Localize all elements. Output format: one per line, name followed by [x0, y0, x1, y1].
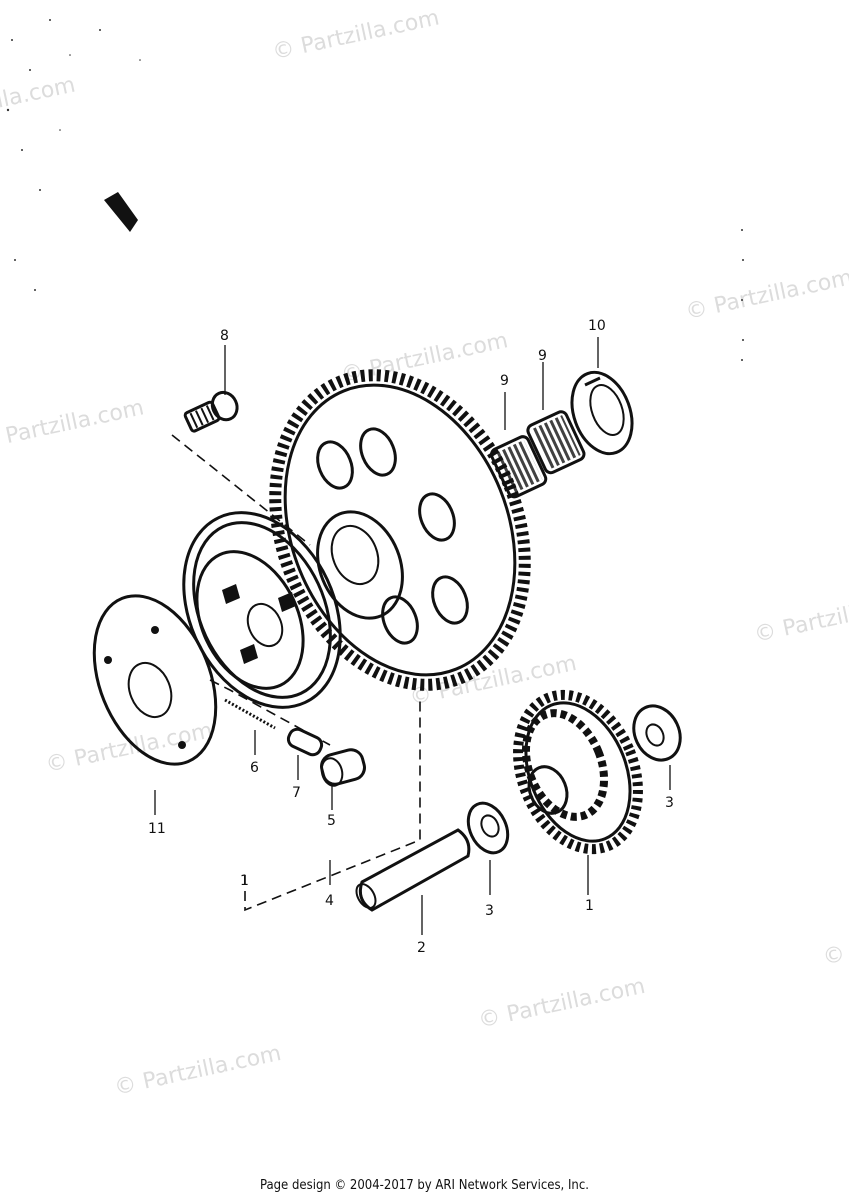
large-gear — [269, 369, 531, 691]
callout-6: 6 — [250, 760, 259, 776]
spring-part-6 — [224, 698, 276, 730]
shaft-part-2 — [355, 828, 471, 912]
bolt-part-8 — [183, 390, 239, 433]
watermark: © Partzilla.com — [476, 974, 647, 1034]
cap-part-5 — [320, 748, 366, 787]
washer-part-3 — [632, 704, 682, 762]
washer-part-10 — [570, 370, 634, 456]
scan-noise — [6, 19, 744, 361]
watermark: © Partzilla.com — [0, 73, 78, 133]
idle-gear-part-1 — [513, 689, 643, 855]
callout-1: 1 — [240, 873, 249, 889]
clutch-housing — [182, 511, 342, 709]
callout-4: 4 — [325, 893, 334, 909]
callout-8: 8 — [220, 328, 229, 344]
callout-9: 9 — [538, 348, 547, 364]
watermark: © Partzilla.com — [683, 265, 849, 325]
watermark: © Partzilla.com — [615, 0, 786, 2]
watermark: © Partzilla.com — [0, 395, 146, 455]
callout-3: 3 — [485, 903, 494, 919]
callout-1: 1 — [585, 898, 594, 914]
callout-5: 5 — [327, 813, 336, 829]
callout-7: 7 — [292, 785, 301, 801]
callouts: 8 9 9 10 11 6 7 5 1 4 2 3 1 3 — [148, 318, 674, 956]
footer-copyright: Page design © 2004-2017 by ARI Network S… — [260, 1178, 589, 1193]
callout-10: 10 — [588, 318, 606, 334]
roller-part-7 — [286, 727, 324, 757]
watermark: © Partzilla.com — [270, 5, 441, 65]
callout-2: 2 — [417, 940, 426, 956]
leader-lines — [154, 337, 671, 935]
callout-9: 9 — [500, 373, 509, 389]
washer-part-3 — [466, 801, 510, 855]
watermark: © Partzilla.com — [821, 911, 849, 971]
watermark: © Partzilla.com — [112, 1041, 283, 1101]
watermark: © Partzilla.com — [408, 651, 579, 711]
watermark: © Partzilla.com — [752, 588, 849, 648]
callout-3: 3 — [665, 795, 674, 811]
plate-part-11 — [92, 594, 218, 766]
bearing-part-9 — [526, 410, 586, 475]
callout-11: 11 — [148, 821, 166, 837]
watermark: © Partzilla.com — [44, 718, 215, 778]
